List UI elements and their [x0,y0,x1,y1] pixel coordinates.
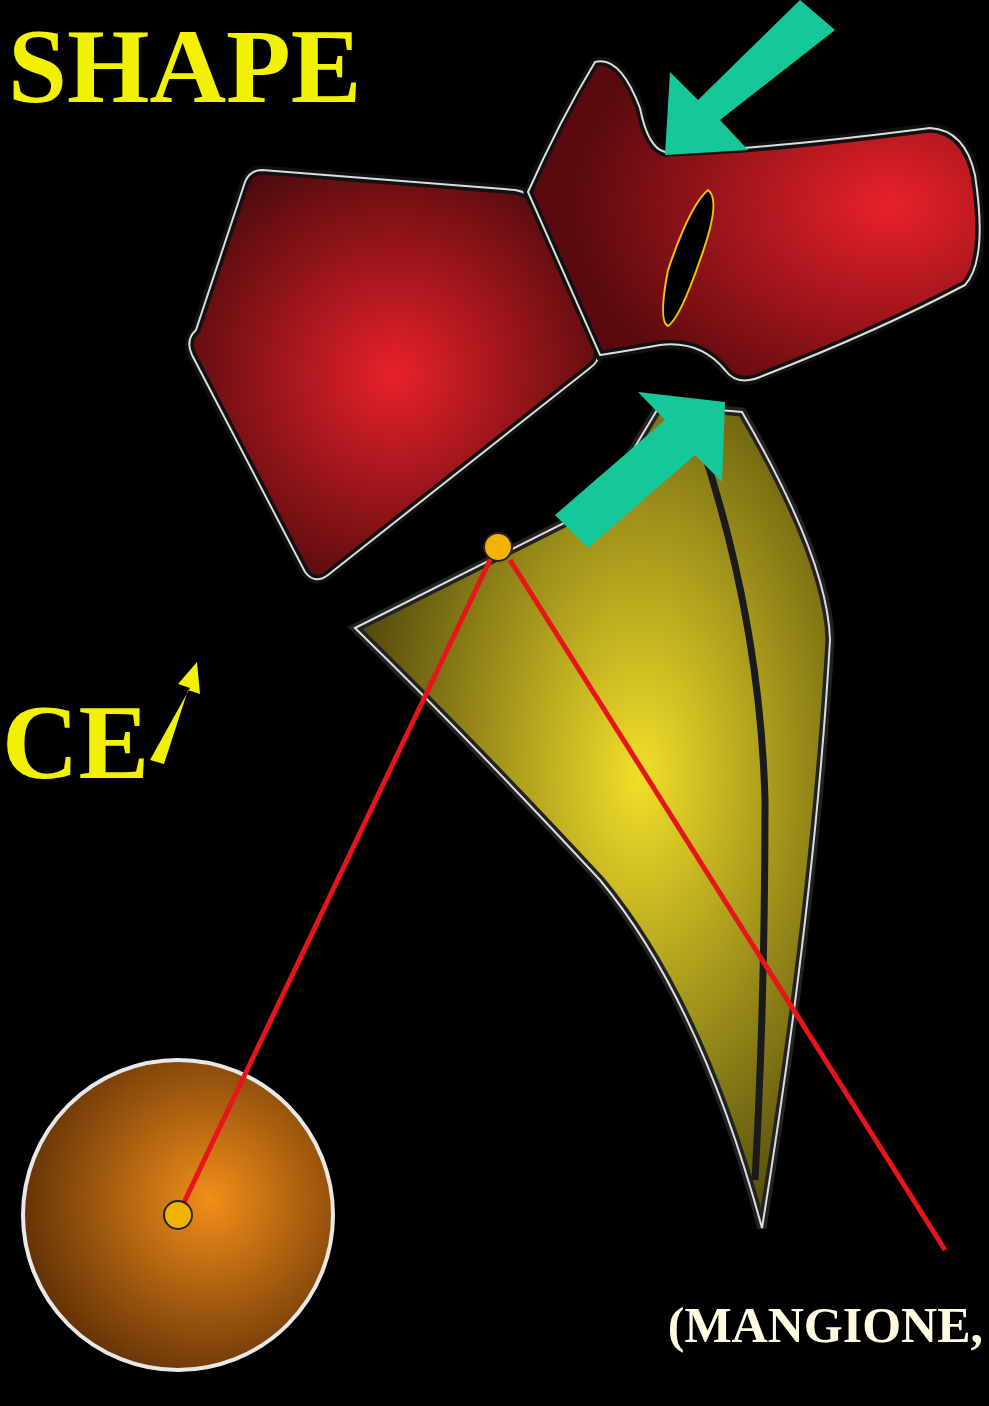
force-arrow [665,0,835,155]
reference-line [178,560,490,1215]
reference-point [484,533,512,561]
label-text: (MANGIONE, [668,1300,983,1350]
reference-line [510,560,945,1250]
sacrum-inner-line [700,440,765,1180]
posterior-arch [528,61,980,380]
label-text: SHAPE [8,14,361,120]
pars-defect [663,190,713,326]
posterior-arch-outline [528,61,980,380]
reference-point [164,1201,192,1229]
femoral-head [23,1060,333,1370]
vertebral-body [189,170,599,579]
force-arrow [555,392,725,548]
increase-arrow [150,662,200,764]
label-text: CE [2,690,149,796]
vertebral-body-outline [189,170,599,579]
